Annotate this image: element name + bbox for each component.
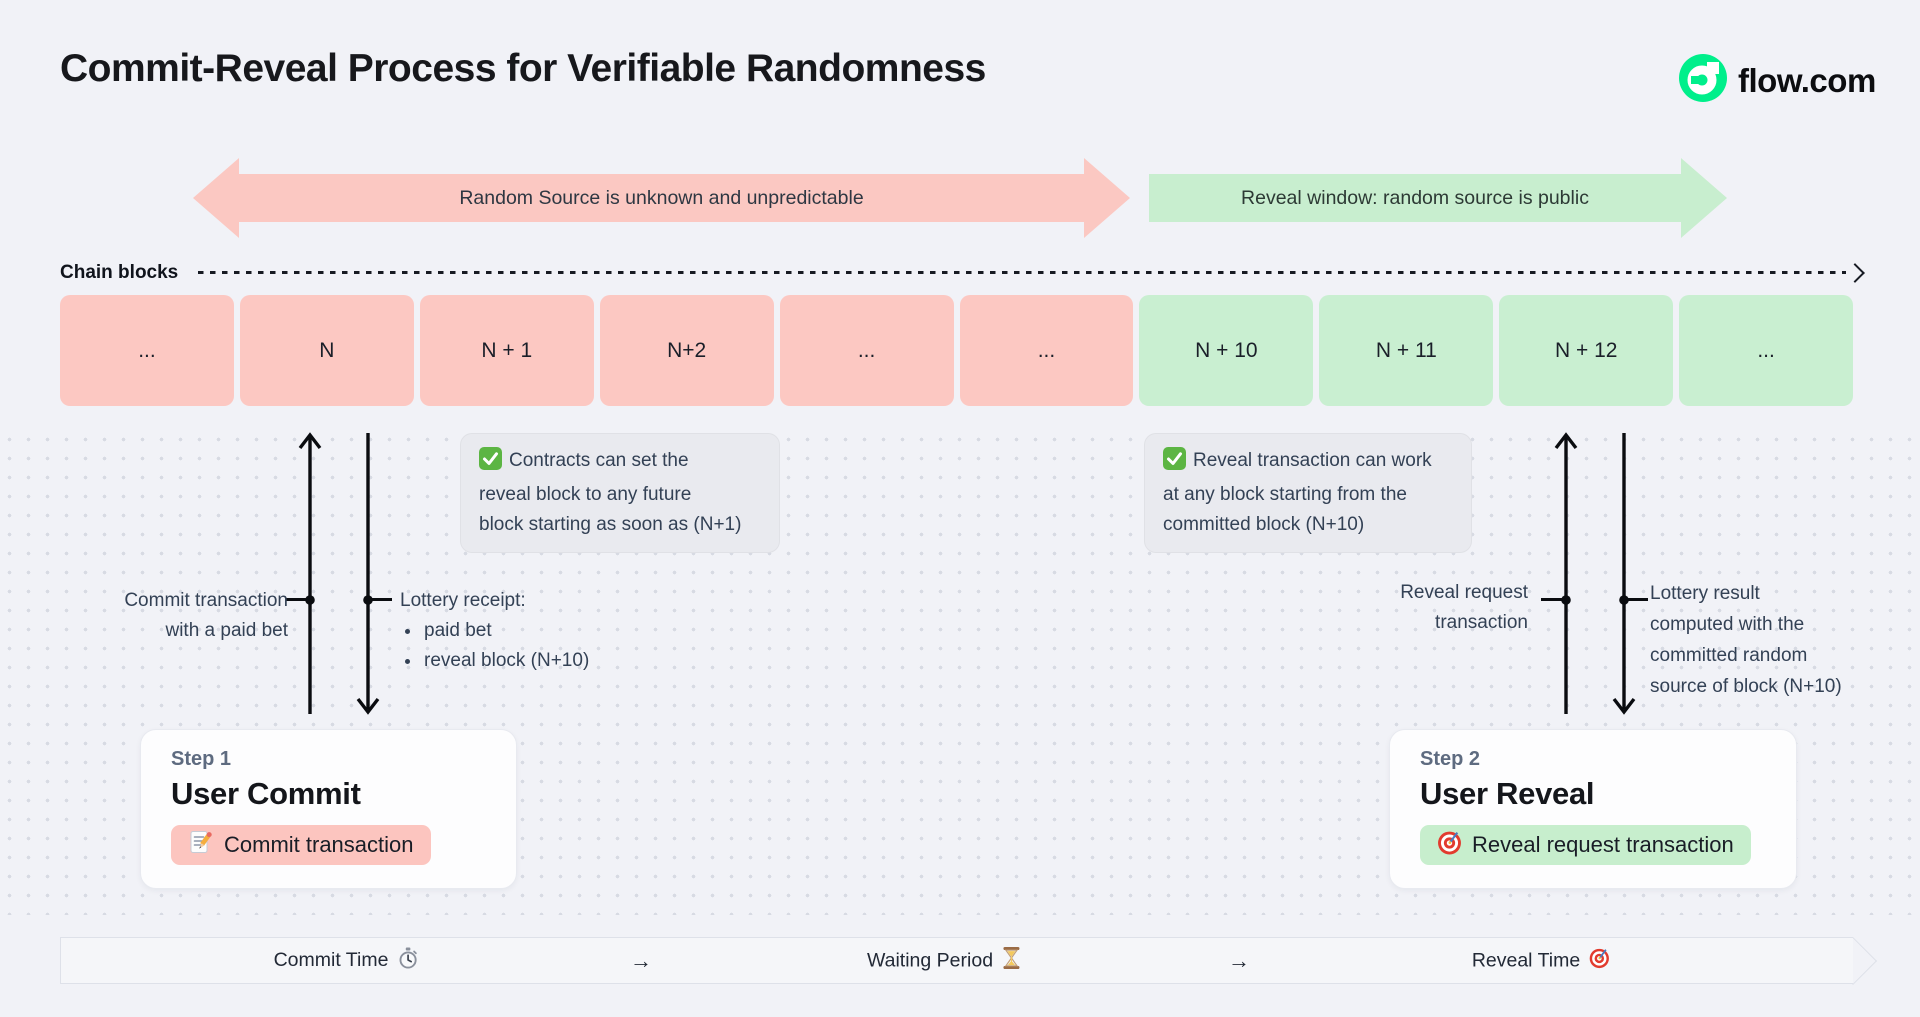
note-line: committed block (N+10)	[1163, 514, 1365, 535]
chain-block: N + 10	[1139, 295, 1314, 406]
connector-tick	[286, 598, 307, 601]
hourglass-icon	[1002, 946, 1021, 975]
annotation-title: Lottery receipt:	[400, 590, 526, 611]
chain-blocks-row: ... N N + 1 N+2 ... ... N + 10 N + 11 N …	[60, 295, 1854, 406]
timeline-waiting-period: Waiting Period	[867, 946, 1021, 975]
annotation-line: Lottery result	[1650, 583, 1760, 604]
timeline-arrow: →	[630, 947, 652, 973]
annotation-line: computed with the	[1650, 614, 1805, 635]
reveal-window-note: Reveal transaction can work at any block…	[1144, 433, 1472, 553]
page-title: Commit-Reveal Process for Verifiable Ran…	[60, 47, 986, 90]
commit-up-arrow	[298, 432, 322, 714]
connector-tick	[371, 598, 392, 601]
note-line: block starting as soon as (N+1)	[479, 514, 742, 535]
timeline-label: Commit Time	[273, 949, 389, 971]
annotation-line: transaction	[1435, 612, 1528, 633]
timeline-bar: Commit Time → Waiting Period	[60, 937, 1853, 984]
commit-tx-annotation: Commit transaction with a paid bet	[80, 586, 288, 646]
flow-logo-icon	[1679, 54, 1727, 107]
brand-name: flow.com	[1738, 61, 1876, 99]
chain-block: N + 11	[1319, 295, 1494, 406]
target-icon	[1589, 947, 1610, 974]
receipt-down-arrow	[356, 433, 380, 715]
note-line: Contracts can set the	[509, 450, 689, 471]
note-line: reveal block to any future	[479, 484, 692, 505]
commit-window-note: Contracts can set the reveal block to an…	[460, 433, 780, 553]
connector-tick	[1627, 598, 1648, 601]
brand: flow.com	[1679, 54, 1876, 107]
step-1-card: Step 1 User Commit Commit transaction	[140, 729, 517, 889]
chain-dotted-line	[198, 271, 1846, 274]
note-line: at any block starting from the	[1163, 484, 1407, 505]
chain-block: N	[239, 295, 414, 406]
commit-transaction-button: Commit transaction	[171, 825, 431, 865]
check-icon	[1163, 447, 1186, 480]
step-label: Step 1	[171, 748, 232, 770]
button-label: Commit transaction	[224, 832, 414, 857]
chain-block: N + 1	[419, 295, 594, 406]
timeline-label: Waiting Period	[866, 949, 994, 971]
note-line: Reveal transaction can work	[1193, 450, 1432, 471]
memo-icon	[188, 829, 214, 861]
stopwatch-icon	[397, 947, 418, 975]
chain-block: ...	[779, 295, 954, 406]
annotation-line: committed random	[1650, 645, 1808, 666]
reveal-phase-label: Reveal window: random source is public	[1241, 186, 1589, 209]
chain-block: ...	[60, 295, 234, 406]
target-icon	[1437, 830, 1462, 861]
annotation-bullet: paid bet	[422, 616, 660, 646]
reveal-up-arrow	[1554, 432, 1578, 714]
reveal-tx-annotation: Reveal request transaction	[1318, 578, 1528, 638]
chain-block: N + 12	[1499, 295, 1674, 406]
step-label: Step 2	[1420, 748, 1481, 770]
reveal-request-button: Reveal request transaction	[1420, 825, 1751, 865]
timeline-reveal-time: Reveal Time	[1472, 947, 1610, 974]
lottery-result-annotation: Lottery result computed with the committ…	[1650, 578, 1890, 702]
timeline-arrow: →	[1228, 947, 1250, 973]
chain-block: ...	[959, 295, 1134, 406]
commit-phase-label: Random Source is unknown and unpredictab…	[459, 186, 864, 209]
chain-blocks-label: Chain blocks	[60, 262, 179, 283]
lottery-receipt-annotation: Lottery receipt: paid bet reveal block (…	[400, 586, 660, 676]
annotation-line: source of block (N+10)	[1650, 676, 1842, 697]
step-title: User Reveal	[1420, 776, 1595, 811]
button-label: Reveal request transaction	[1472, 832, 1734, 857]
reveal-phase-arrow	[1149, 158, 1727, 238]
annotation-line: Commit transaction	[124, 590, 288, 611]
step-title: User Commit	[171, 776, 361, 811]
annotation-line: Reveal request	[1400, 582, 1528, 603]
chain-line-arrow-icon	[1845, 263, 1865, 283]
chain-block: ...	[1679, 295, 1854, 406]
check-icon	[479, 447, 502, 480]
chain-block: N+2	[599, 295, 774, 406]
timeline-commit-time: Commit Time	[274, 947, 419, 975]
annotation-line: with a paid bet	[165, 620, 288, 641]
step-2-card: Step 2 User Reveal Reveal request transa…	[1389, 729, 1797, 889]
connector-tick	[1541, 598, 1563, 601]
result-down-arrow	[1612, 433, 1636, 715]
timeline-label: Reveal Time	[1471, 949, 1581, 971]
commit-phase-arrow	[193, 158, 1130, 238]
annotation-bullet: reveal block (N+10)	[422, 646, 660, 676]
